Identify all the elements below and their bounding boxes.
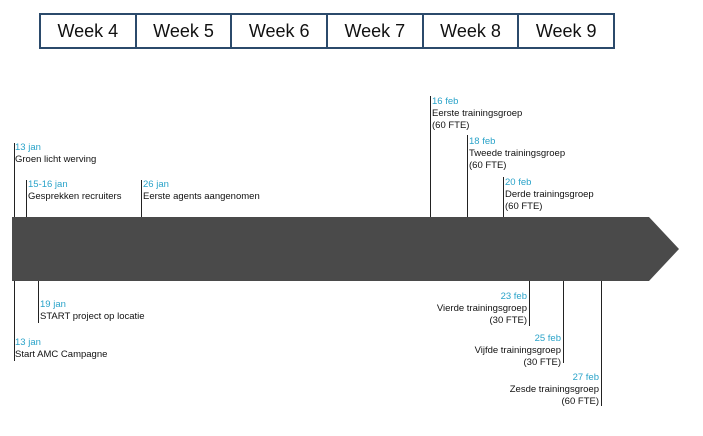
week-header: Week 4 Week 5 Week 6 Week 7 Week 8 Week …: [39, 13, 615, 49]
tick-line: [141, 180, 142, 217]
event-above: 26 jan Eerste agents aangenomen: [143, 179, 260, 203]
event-date: 23 feb: [500, 291, 527, 302]
week-cell: Week 4: [41, 15, 137, 47]
tick-line: [26, 180, 27, 217]
tick-line: [14, 281, 15, 361]
event-date: 15-16 jan: [28, 179, 68, 190]
event-above: 18 feb Tweede trainingsgroep (60 FTE): [469, 136, 565, 172]
week-cell: Week 7: [328, 15, 424, 47]
event-below: 13 jan Start AMC Campagne: [15, 337, 107, 361]
event-label: (30 FTE): [489, 315, 527, 326]
event-label: Gesprekken recruiters: [28, 191, 122, 202]
tick-line: [563, 281, 564, 363]
event-label: (60 FTE): [561, 396, 599, 407]
event-label: (60 FTE): [469, 160, 507, 171]
week-cell: Week 5: [137, 15, 233, 47]
event-label: Groen licht werving: [15, 154, 97, 165]
event-above: 13 jan Groen licht werving: [15, 142, 96, 166]
event-date: 16 feb: [432, 96, 459, 107]
event-label: Derde trainingsgroep: [505, 189, 594, 200]
event-label: (60 FTE): [505, 201, 543, 212]
event-above: 15-16 jan Gesprekken recruiters: [28, 179, 121, 203]
event-below: 27 feb Zesde trainingsgroep (60 FTE): [510, 372, 599, 408]
tick-line: [430, 96, 431, 217]
event-label: START project op locatie: [40, 311, 145, 322]
event-above: 20 feb Derde trainingsgroep (60 FTE): [505, 177, 594, 213]
event-label: Vierde trainingsgroep: [436, 303, 527, 314]
week-cell: Week 9: [535, 20, 597, 41]
event-label: Eerste trainingsgroep: [432, 108, 523, 119]
timeline-arrow: [12, 217, 679, 281]
tick-line: [14, 143, 15, 217]
tick-line: [38, 281, 39, 323]
event-date: 19 jan: [40, 299, 66, 310]
tick-line: [529, 281, 530, 326]
event-label: (60 FTE): [432, 120, 470, 131]
event-date: 13 jan: [15, 142, 41, 153]
event-label: Start AMC Campagne: [15, 349, 108, 360]
event-label: (30 FTE): [523, 357, 561, 368]
event-label: Eerste agents aangenomen: [143, 191, 260, 202]
event-below: 23 feb Vierde trainingsgroep (30 FTE): [437, 291, 527, 327]
tick-line: [601, 281, 602, 406]
tick-line: [503, 177, 504, 217]
event-date: 26 jan: [143, 179, 169, 190]
tick-line: [467, 135, 468, 217]
event-label: Vijfde trainingsgroep: [474, 345, 561, 356]
event-above: 16 feb Eerste trainingsgroep (60 FTE): [432, 96, 522, 132]
event-label: Zesde trainingsgroep: [509, 384, 599, 395]
event-label: Tweede trainingsgroep: [469, 148, 566, 159]
event-below: 19 jan START project op locatie: [40, 299, 145, 323]
week-cell: Week 8: [424, 15, 520, 47]
event-date: 13 jan: [15, 337, 41, 348]
event-date: 18 feb: [469, 136, 496, 147]
week-cell: Week 6: [232, 15, 329, 47]
event-below: 25 feb Vijfde trainingsgroep (30 FTE): [475, 333, 561, 369]
event-date: 27 feb: [572, 372, 599, 383]
event-date: 20 feb: [505, 177, 532, 188]
event-date: 25 feb: [534, 333, 561, 344]
